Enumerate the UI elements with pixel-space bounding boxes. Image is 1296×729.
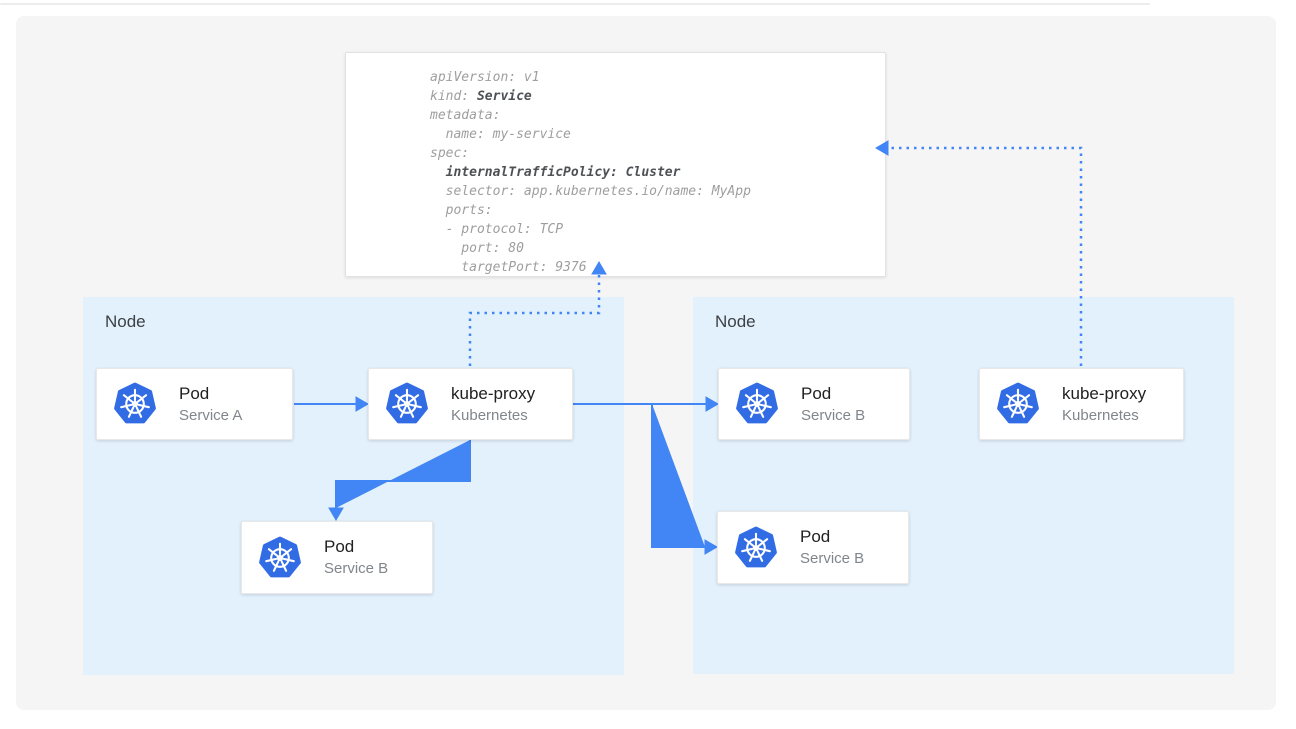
kube-proxy-card-left: kube-proxy Kubernetes: [368, 368, 573, 440]
node-label: Node: [715, 312, 756, 331]
card-subtitle: Service B: [324, 560, 389, 577]
card-subtitle: Service B: [801, 406, 866, 424]
card-title: kube-proxy: [1062, 383, 1147, 403]
card-subtitle: Service B: [800, 550, 865, 567]
card-title: Pod: [800, 527, 831, 546]
card-subtitle: Kubernetes: [451, 406, 528, 424]
kube-proxy-card-right: kube-proxy Kubernetes: [979, 368, 1184, 440]
kubernetes-icon: [996, 382, 1040, 426]
kubernetes-icon: [385, 382, 429, 426]
node-box-left: Node: [83, 297, 624, 675]
card-title: Pod: [324, 537, 355, 556]
card-subtitle: Service A: [179, 406, 243, 424]
pod-card-service-b-right-bottom: Pod Service B: [717, 511, 909, 584]
kubernetes-icon: [258, 536, 302, 580]
kubernetes-icon: [113, 382, 157, 426]
card-title: Pod: [801, 383, 832, 403]
pod-card-service-b-right-top: Pod Service B: [718, 368, 910, 440]
kubernetes-icon: [734, 526, 778, 570]
card-title: Pod: [179, 383, 210, 403]
node-box-right: Node: [693, 297, 1234, 674]
card-title: kube-proxy: [451, 383, 536, 403]
card-subtitle: Kubernetes: [1062, 406, 1139, 424]
pod-card-service-b-left: Pod Service B: [241, 521, 433, 594]
pod-card-service-a: Pod Service A: [96, 368, 293, 440]
kubernetes-icon: [735, 382, 779, 426]
top-divider: [0, 3, 1150, 5]
node-label: Node: [105, 312, 146, 331]
